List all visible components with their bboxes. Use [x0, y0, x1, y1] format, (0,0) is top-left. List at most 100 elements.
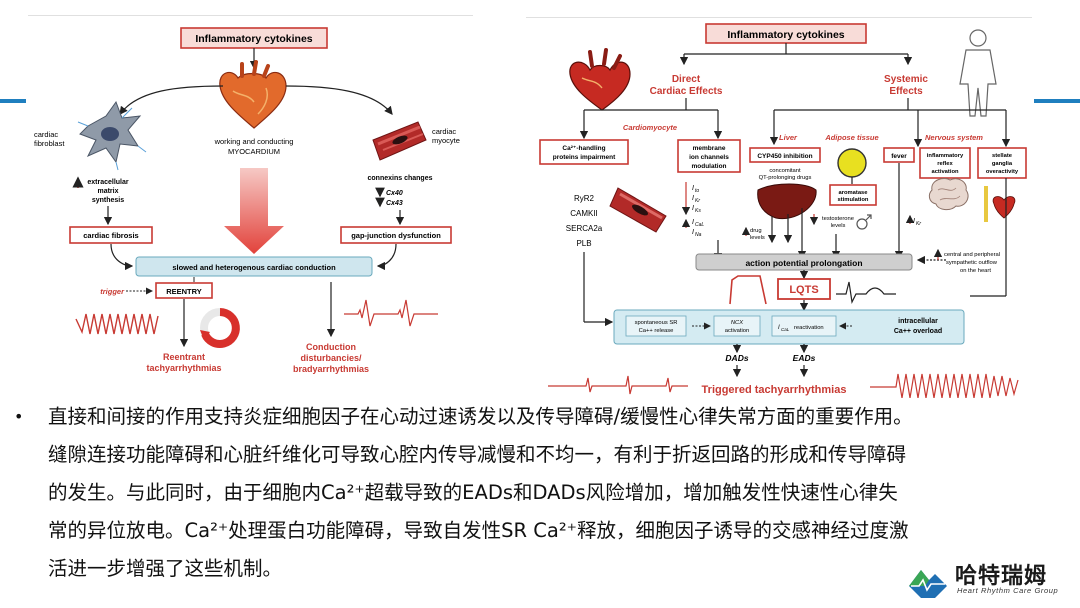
- svg-text:Na: Na: [695, 232, 702, 238]
- fibroblast-label-1: cardiac: [34, 130, 58, 139]
- heart-icon-right: [569, 48, 631, 111]
- big-red-arrow: [224, 168, 284, 254]
- fever-box: fever: [891, 153, 907, 160]
- myocyte-icon: [372, 121, 427, 161]
- fibrosis-box: cardiac fibrosis: [83, 231, 138, 240]
- systemic-label-1: Systemic: [884, 74, 928, 85]
- reentrant-label-1: Reentrant: [163, 352, 205, 362]
- heart-icon: [219, 60, 287, 129]
- testosterone-2: levels: [831, 223, 846, 229]
- svg-text:Kr: Kr: [695, 198, 700, 204]
- left-diagram: Inflammatory cytokines cardiac fibroblas…: [34, 27, 460, 374]
- brain-icon: [928, 177, 969, 211]
- conduction-dist-label-3: bradyarrhythmias: [293, 364, 369, 374]
- conduction-dist-label-2: disturbancies/: [300, 353, 362, 363]
- liver-icon: [757, 183, 817, 220]
- dads-label: DADs: [725, 353, 748, 363]
- eads-label: EADs: [793, 353, 816, 363]
- accent-bar-right: [1034, 99, 1080, 103]
- myocyte-label-1: cardiac: [432, 127, 456, 136]
- membrane-3: modulation: [691, 163, 726, 170]
- brady-ecg-trace: [344, 299, 438, 327]
- spont-sr-1: spontaneous SR: [635, 320, 678, 326]
- left-diagram-panel: Inflammatory cytokines cardiac fibroblas…: [28, 15, 473, 390]
- action-potential-trace: [729, 275, 767, 305]
- ical-sub: CaL: [781, 327, 790, 332]
- left-top-label: Inflammatory cytokines: [195, 33, 312, 45]
- protein-plb: PLB: [576, 239, 591, 248]
- ecm-label-2: matrix: [97, 188, 118, 195]
- membrane-1: membrane: [693, 145, 726, 152]
- bullet-point: •: [14, 407, 24, 426]
- overload-2: Ca++ overload: [894, 328, 942, 335]
- right-diagram-panel: Inflammatory cytokines Direct Cardiac Ef…: [526, 17, 1032, 399]
- myocyte-label-2: myocyte: [432, 136, 460, 145]
- ikr-label: I: [913, 218, 915, 225]
- logo-name: 哈特瑞姆: [955, 564, 1048, 589]
- fibroblast-label-2: fibroblast: [34, 139, 65, 148]
- ikr-sub: Kr: [916, 221, 921, 227]
- stellate-3: overactivity: [986, 169, 1019, 175]
- protein-ryr2: RyR2: [574, 194, 595, 203]
- inflam-reflex-3: activation: [931, 169, 959, 175]
- testosterone-1: testosterone: [822, 216, 854, 222]
- logo-subtitle: Heart Rhythm Care Group: [957, 586, 1059, 595]
- body-line-5: 活进一步增强了这些机制。: [48, 557, 283, 580]
- membrane-2: ion channels: [689, 154, 729, 161]
- body-line-4: 常的异位放电。Ca²⁺处理蛋白功能障碍，导致自发性SR Ca²⁺释放，细胞因子诱…: [48, 519, 909, 542]
- cardiomyocyte-label: Cardiomyocyte: [623, 123, 677, 132]
- myocardium-label-1: working and conducting: [214, 137, 294, 146]
- central-sym-1: central and peripheral: [944, 252, 1000, 258]
- body-line-3: 的发生。与此同时，由于细胞内Ca²⁺超载导致的EADs和DADs风险增加，增加触…: [48, 481, 898, 504]
- trigger-label: trigger: [100, 287, 125, 296]
- reentrant-label-2: tachyarrhythmias: [146, 363, 221, 373]
- conduction-dist-label-1: Conduction: [306, 342, 356, 352]
- qt-ecg-trace: [836, 281, 896, 304]
- cyp450-box: CYP450 inhibition: [757, 153, 812, 160]
- right-diagram: Inflammatory cytokines Direct Cardiac Ef…: [539, 23, 1027, 399]
- gap-junction-box: gap-junction dysfunction: [351, 231, 441, 240]
- reentry-circle-icon: [200, 308, 240, 348]
- ca-handling-1: Ca²⁺-handling: [562, 145, 605, 152]
- concomitant-2: QT-prolonging drugs: [759, 175, 812, 181]
- direct-label-2: Cardiac Effects: [650, 86, 723, 97]
- concomitant-1: concomitant: [769, 168, 801, 174]
- fibroblast-cell-icon: [77, 100, 147, 171]
- svg-text:I: I: [692, 185, 694, 192]
- ncx-2: activation: [725, 328, 750, 334]
- nervous-label: Nervous system: [925, 133, 983, 142]
- connexins-label: connexins changes: [368, 175, 433, 182]
- myocardium-label-2: MYOCARDIUM: [228, 147, 280, 156]
- svg-text:CaL: CaL: [695, 222, 704, 228]
- systemic-label-2: Effects: [889, 86, 923, 97]
- adipose-cell-icon: [837, 148, 867, 178]
- aromatase-1: aromatase: [838, 190, 868, 196]
- triggered-ecg-left: [548, 375, 688, 395]
- spine-heart-icon: [984, 186, 1016, 222]
- ecm-label-1: extracellular: [87, 179, 129, 186]
- body-paragraph: • 直接和间接的作用支持炎症细胞因子在心动过速诱发以及传导障碍/缓慢性心律失常方…: [14, 398, 1054, 588]
- company-logo: 哈特瑞姆 Heart Rhythm Care Group: [905, 556, 1075, 604]
- myocyte-fiber-icon: [609, 187, 667, 233]
- adipose-label: Adipose tissue: [824, 133, 878, 142]
- reactivation-label: reactivation: [794, 325, 824, 331]
- triggered-ecg-right: [888, 373, 1019, 399]
- svg-text:to: to: [695, 188, 699, 194]
- svg-text:I: I: [692, 229, 694, 236]
- cx40-label: Cx40: [386, 190, 403, 197]
- right-top-label: Inflammatory cytokines: [727, 29, 844, 41]
- body-line-2: 缝隙连接功能障碍和心脏纤维化可导致心腔内传导减慢和不均一，有利于折返回路的形成和…: [48, 443, 907, 466]
- ical-label: I: [778, 325, 780, 331]
- aromatase-2: stimulation: [838, 197, 869, 203]
- stellate-2: ganglia: [992, 161, 1013, 167]
- direct-label-1: Direct: [672, 74, 701, 85]
- male-symbol-icon: [856, 214, 872, 230]
- liver-label: Liver: [779, 133, 798, 142]
- ap-prolongation-box: action potential prolongation: [745, 258, 862, 268]
- accent-bar: [0, 99, 26, 103]
- cx43-label: Cx43: [386, 200, 403, 207]
- stellate-1: stellate: [992, 153, 1013, 159]
- drug-levels-1: drug: [750, 228, 762, 234]
- spont-sr-2: Ca++ release: [639, 328, 674, 334]
